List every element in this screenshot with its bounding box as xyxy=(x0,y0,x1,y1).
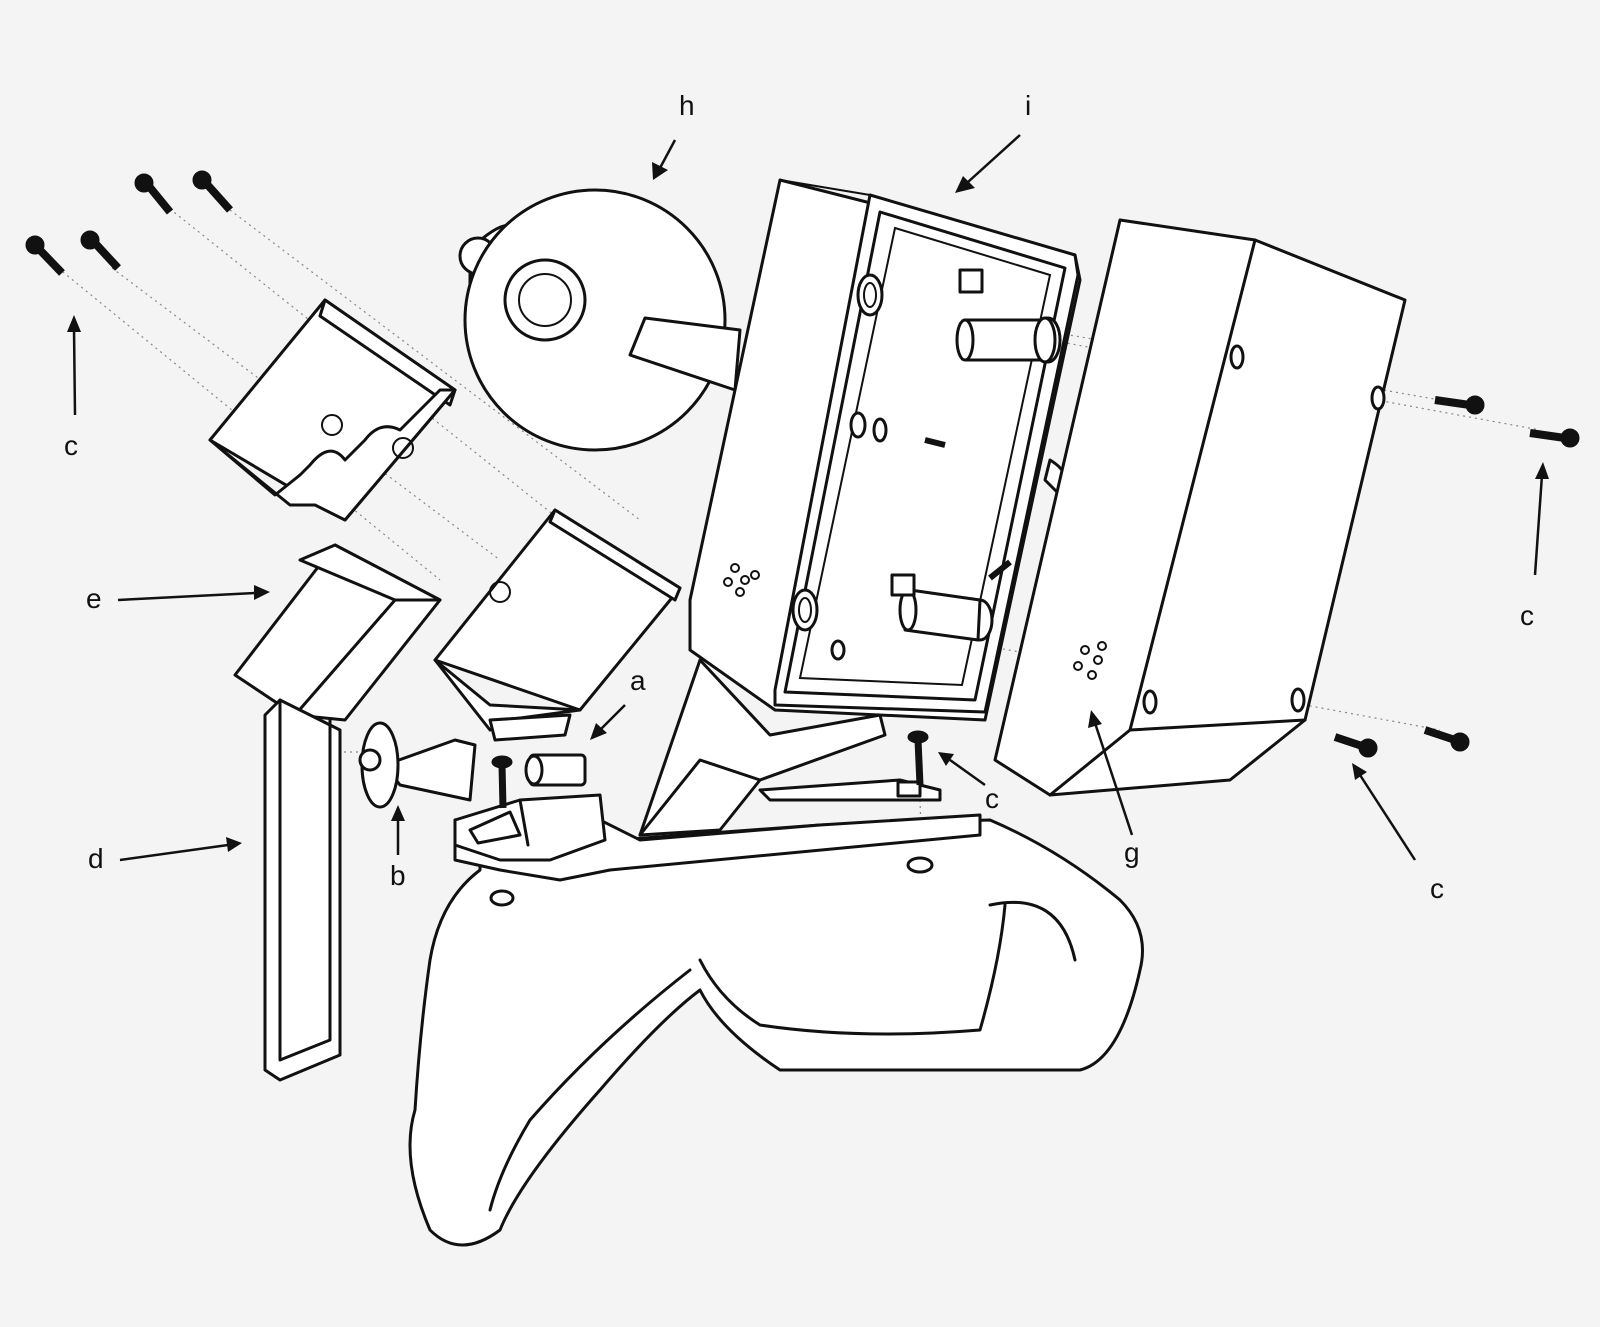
clip-block-upper xyxy=(208,298,457,522)
screw-icon xyxy=(134,173,174,215)
screw-icon xyxy=(1333,733,1378,758)
label-c: c xyxy=(64,430,78,461)
screw-icon xyxy=(907,730,929,786)
part-e-block xyxy=(233,543,442,722)
label-g: g xyxy=(1124,837,1140,868)
label-c: c xyxy=(985,783,999,814)
label-a: a xyxy=(630,665,646,696)
part-g-lid xyxy=(993,218,1407,797)
label-c: c xyxy=(1520,600,1534,631)
part-labels: h i c e d b a c g c c xyxy=(64,90,1534,904)
part-i-housing xyxy=(688,178,1082,722)
part-h-disc xyxy=(458,188,742,452)
part-d-rod xyxy=(263,698,342,1082)
part-b-lens xyxy=(358,721,477,809)
label-e: e xyxy=(86,583,102,614)
screw-icon xyxy=(1529,428,1580,448)
stand-bracket xyxy=(638,658,942,837)
screw-icon xyxy=(80,230,121,271)
label-h: h xyxy=(679,90,695,121)
screw-icon xyxy=(491,755,513,809)
base-plate xyxy=(453,793,982,907)
leader-arrows xyxy=(67,134,1549,862)
part-a-pin xyxy=(524,753,587,787)
screw-icon xyxy=(25,235,65,276)
screw-icon xyxy=(192,170,233,213)
label-c: c xyxy=(1430,873,1444,904)
label-i: i xyxy=(1025,90,1031,121)
label-b: b xyxy=(390,860,406,891)
clip-block-lower xyxy=(433,508,682,742)
handle-grip xyxy=(408,818,1144,1247)
label-d: d xyxy=(88,843,104,874)
screws xyxy=(25,170,1580,809)
screw-icon xyxy=(1434,395,1485,415)
screw-icon xyxy=(1423,726,1470,752)
